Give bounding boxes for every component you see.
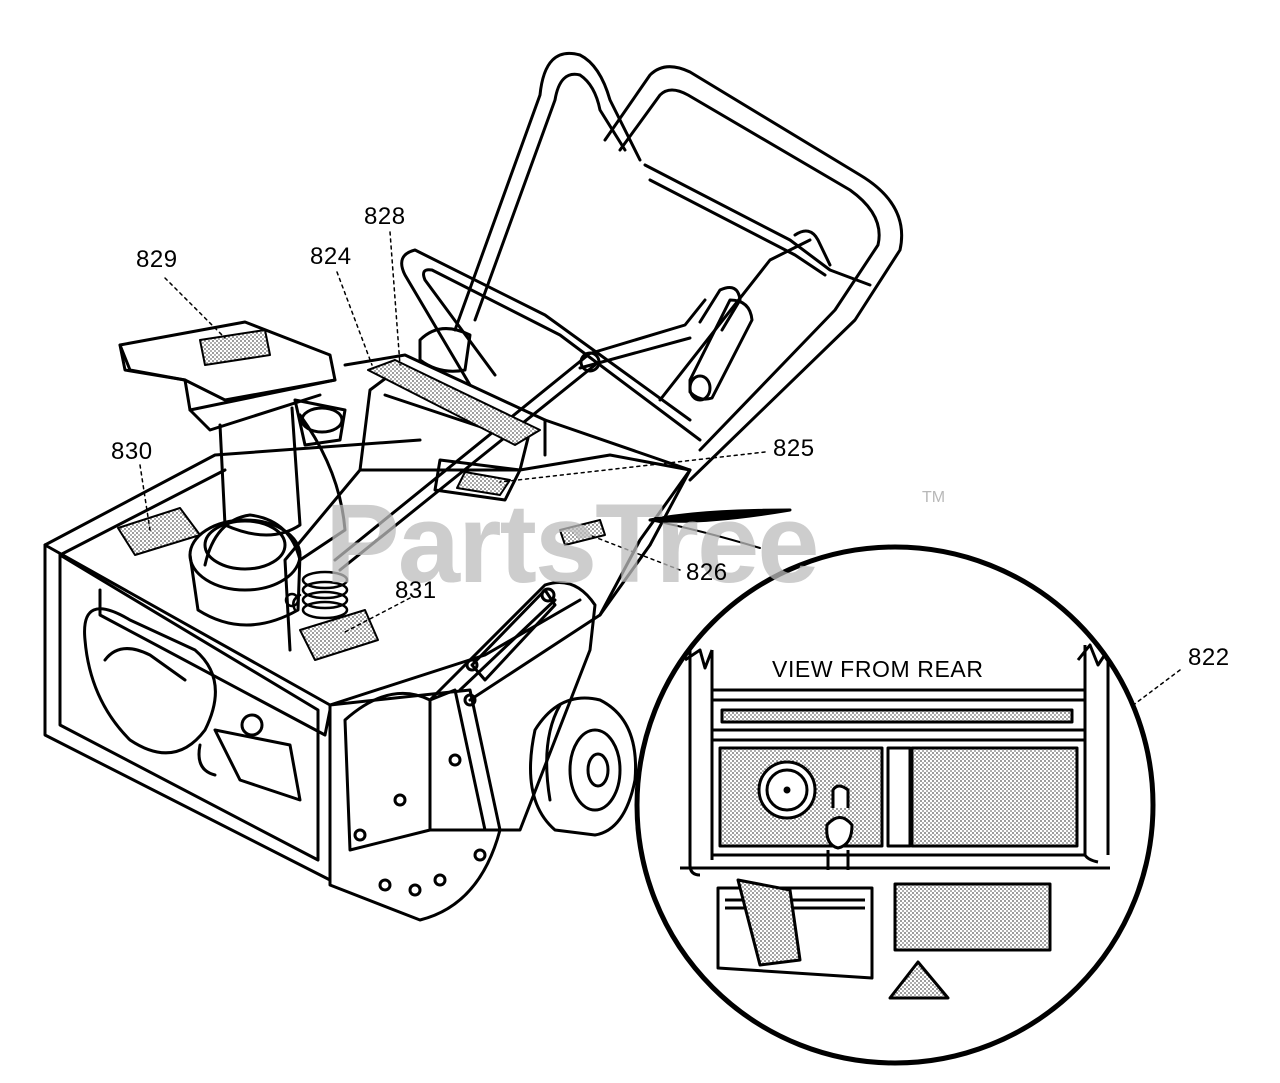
callout-824: 824 (310, 243, 352, 270)
rear-view-inset (634, 544, 1156, 1066)
auger-housing (43, 438, 582, 882)
callout-831: 831 (395, 577, 437, 604)
inset-pointer (648, 508, 792, 523)
trademark-mark: TM (922, 489, 946, 506)
callout-830: 830 (111, 438, 153, 465)
handle-bar (400, 52, 904, 482)
chute-ring (188, 513, 302, 627)
inset-title: VIEW FROM REAR (772, 656, 984, 682)
inset-pointer-link (649, 519, 761, 549)
callout-825: 825 (773, 435, 815, 462)
callout-822: 822 (1188, 644, 1230, 671)
engine-housing (283, 353, 692, 702)
discharge-chute (118, 320, 347, 562)
callout-828: 828 (364, 203, 406, 230)
callout-826: 826 (686, 559, 728, 586)
wheel (529, 696, 638, 837)
control-rod (333, 229, 832, 572)
decals (117, 329, 606, 661)
crank-coil (284, 570, 349, 620)
callout-829: 829 (136, 246, 178, 273)
partstree-watermark: PartsTree (325, 481, 820, 606)
belt-cover (428, 581, 597, 832)
leader-lines (139, 231, 1181, 746)
side-plate (328, 688, 502, 922)
